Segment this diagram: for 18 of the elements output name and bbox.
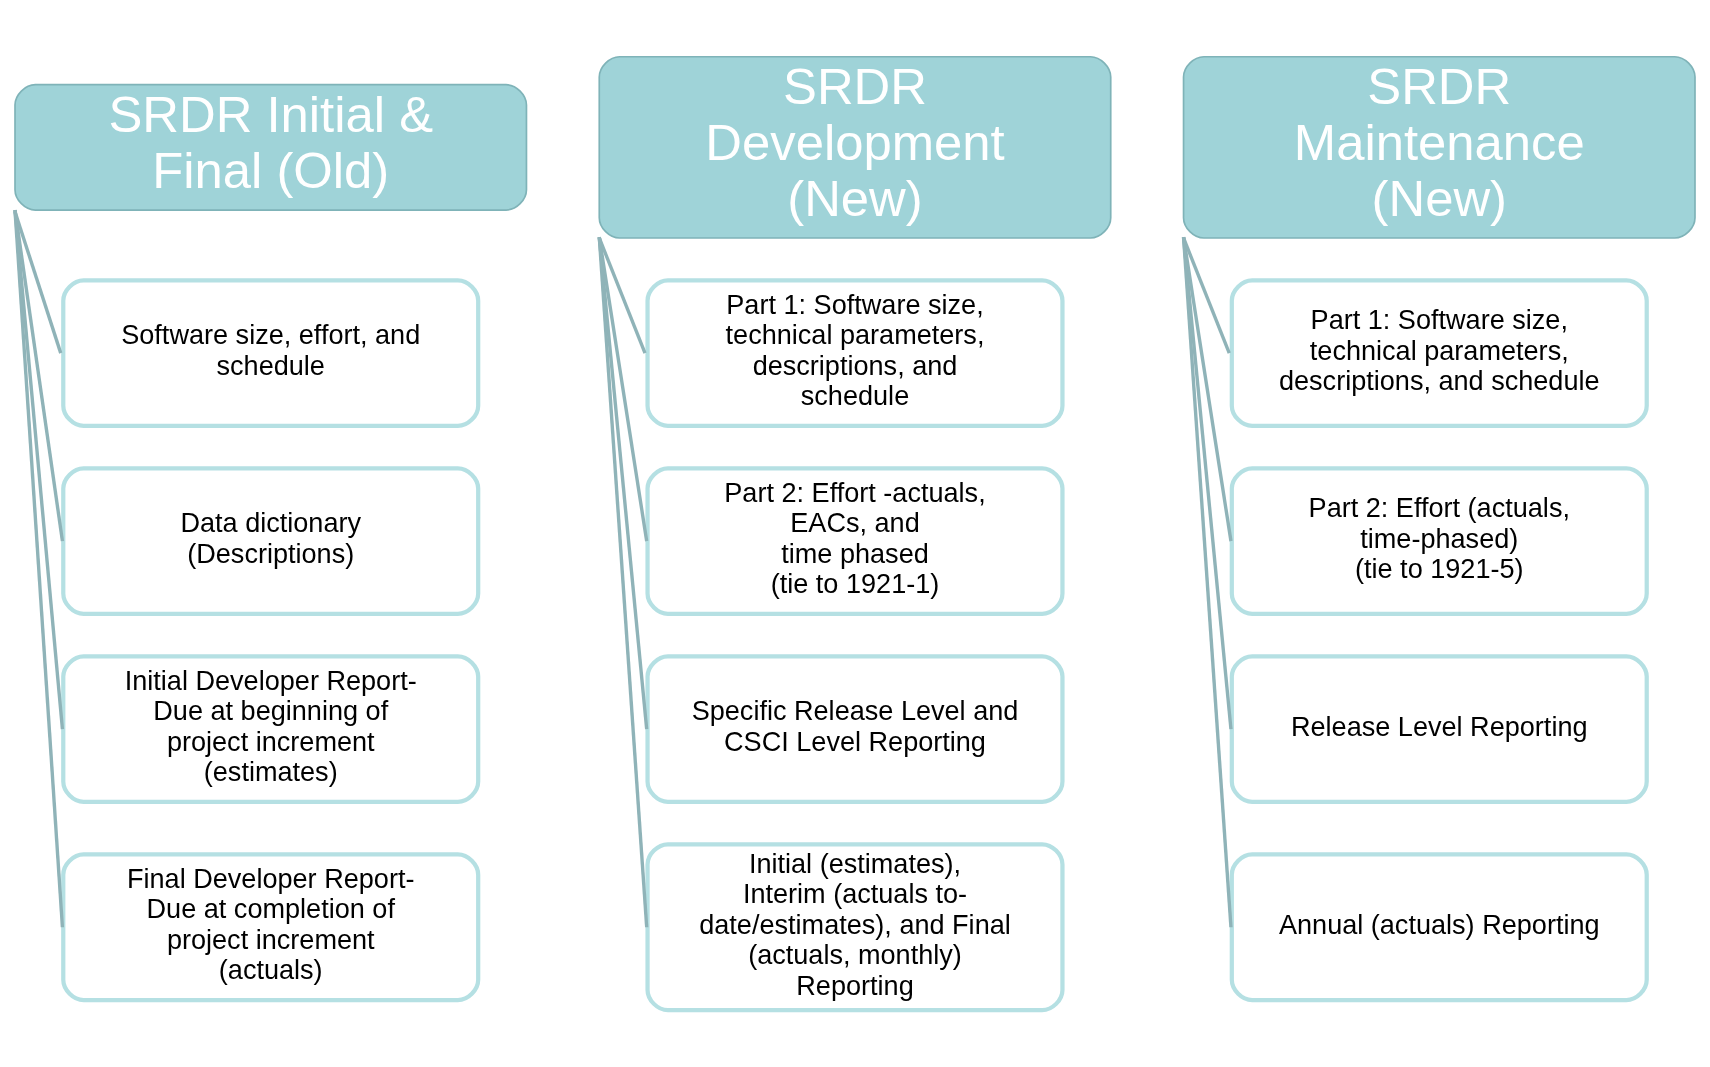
node-box: Part 2: Effort (actuals, time-phased) (tie to 1921-5) (1229, 466, 1649, 617)
node-box: Part 2: Effort -actuals, EACs, and time phased (tie to 1921-1) (645, 466, 1065, 617)
node-box: Release Level Reporting (1229, 654, 1649, 805)
node-box: SRDR Maintenance (New) (1182, 55, 1696, 239)
node-box: Annual (actuals) Reporting (1229, 852, 1649, 1003)
connector (597, 237, 649, 928)
node-box: Final Developer Report- Due at completion of project increment (actuals) (61, 852, 481, 1003)
node-box: SRDR Development (New) (598, 55, 1112, 239)
connector (1181, 237, 1233, 928)
connector (13, 209, 65, 928)
node-box: Part 1: Software size, technical parameters, descriptions, and schedule (1229, 278, 1649, 429)
node-box: SRDR Initial & Final (Old) (14, 83, 528, 211)
node-box: Data dictionary (Descriptions) (61, 466, 481, 617)
node-box: Initial (estimates), Interim (actuals to-date/estimates), and Final (actuals, monthly) Reporting (645, 842, 1065, 1013)
node-box: Software size, effort, and schedule (61, 278, 481, 429)
node-box: Specific Release Level and CSCI Level Reporting (645, 654, 1065, 805)
node-box: Part 1: Software size, technical parameters, descriptions, and schedule (645, 278, 1065, 429)
node-box: Initial Developer Report- Due at beginning of project increment (estimates) (61, 654, 481, 805)
